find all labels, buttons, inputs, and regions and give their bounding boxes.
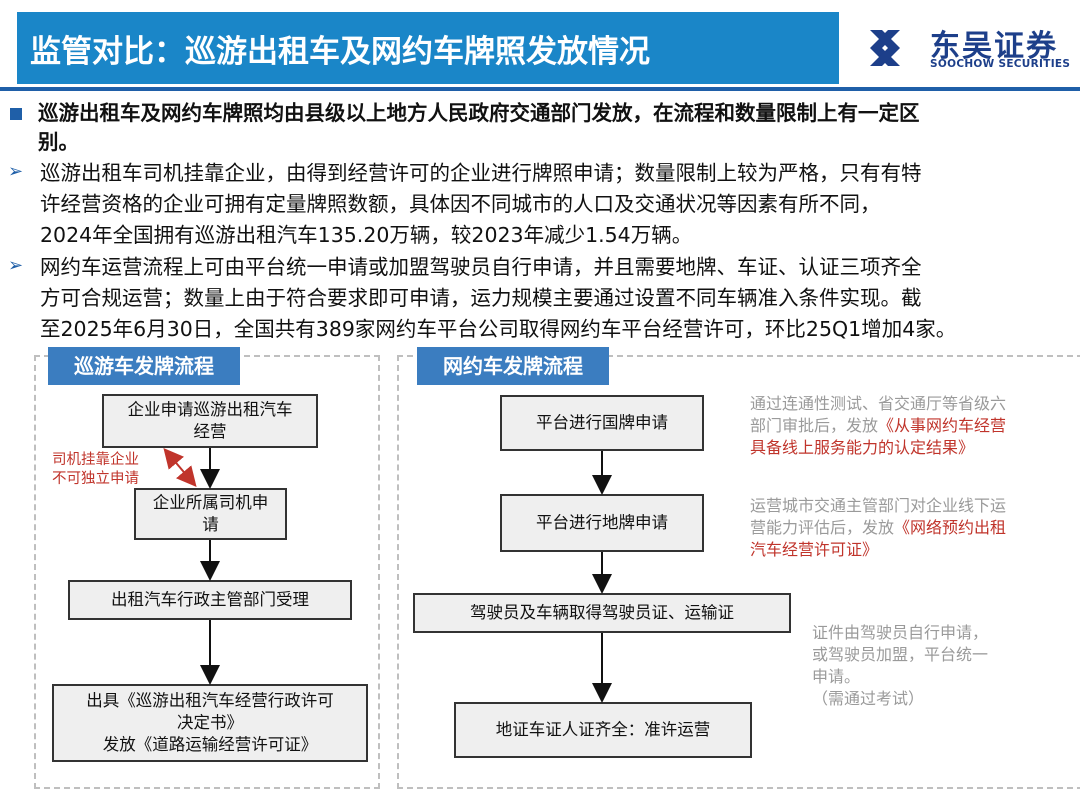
ride-note-2-line-1: 运营城市交通主管部门对企业线下运	[750, 496, 1007, 515]
point-2-line-1: 网约车运营流程上可由平台统一申请或加盟驾驶员自行申请，并且需要地牌、车证、认证三…	[40, 255, 922, 279]
ride-note-2: 运营城市交通主管部门对企业线下运 营能力评估后，发放《网络预约出租 汽车经营许可…	[750, 495, 1006, 561]
taxi-step-driver-apply: 企业所属司机申 请	[134, 488, 287, 540]
point-1-line-3: 2024年全国拥有巡游出租汽车135.20万辆，较2023年减少1.54万辆。	[40, 223, 693, 247]
taxi-step-company-apply: 企业申请巡游出租汽车 经营	[102, 394, 318, 448]
ride-note-2-line-3: 汽车经营许可证》	[750, 540, 879, 559]
ride-step-3-label: 驾驶员及车辆取得驾驶员证、运输证	[470, 603, 734, 622]
flow-arrows	[163, 447, 612, 703]
ride-note-1-line-2a: 部门审批后，发放	[750, 416, 879, 435]
ride-step-2-label: 平台进行地牌申请	[536, 513, 668, 532]
ride-note-3: 证件由驾驶员自行申请， 或驾驶员加盟，平台统一 申请。 （需通过考试）	[812, 622, 988, 710]
taxi-step-2-line-1: 企业所属司机申	[152, 493, 269, 512]
logo-name: 东吴证券	[930, 29, 1058, 64]
ride-step-driver-certs: 驾驶员及车辆取得驾驶员证、运输证	[413, 593, 791, 633]
soochow-logo-icon	[866, 22, 1066, 72]
page-title: 监管对比：巡游出租车及网约车牌照发放情况	[30, 34, 650, 70]
header-rule	[0, 87, 1080, 91]
taxi-step-2-line-2: 请	[202, 515, 219, 534]
point-1-line-2: 许经营资格的企业可拥有定量牌照数额，具体因不同城市的人口及交通状况等因素有所不同…	[40, 192, 881, 216]
logo-english-name: SOOCHOW SECURITIES	[930, 58, 1071, 70]
ride-note-2-line-2b: 《网络预约出租	[894, 518, 1007, 537]
ride-note-3-line-1: 证件由驾驶员自行申请，	[812, 623, 989, 642]
taxi-flow-tag: 巡游车发牌流程	[48, 347, 240, 385]
taxi-step-1-line-2: 经营	[193, 422, 227, 441]
arrow-bullet-icon: ➢	[8, 255, 24, 276]
ride-note-3-line-2: 或驾驶员加盟，平台统一	[812, 645, 989, 664]
ride-note-1: 通过连通性测试、省交通厅等省级六 部门审批后，发放《从事网约车经营 具备线上服务…	[750, 393, 1006, 459]
ride-step-local-license: 平台进行地牌申请	[500, 494, 704, 552]
ride-step-1-label: 平台进行国牌申请	[536, 413, 668, 432]
ride-note-1-line-3: 具备线上服务能力的认定结果》	[750, 438, 975, 457]
taxi-side-note-line-2: 不可独立申请	[52, 471, 139, 487]
ride-step-national-license: 平台进行国牌申请	[500, 395, 704, 451]
ride-flow-tag: 网约车发牌流程	[417, 347, 609, 385]
ride-note-3-line-4: （需通过考试）	[812, 689, 925, 708]
taxi-red-double-arrow	[163, 447, 197, 488]
ride-note-1-line-2b: 《从事网约车经营	[878, 416, 1007, 435]
ride-step-4-label: 地证车证人证齐全：准许运营	[495, 720, 711, 739]
taxi-step-1-line-1: 企业申请巡游出租汽车	[127, 400, 293, 419]
ride-step-approved: 地证车证人证齐全：准许运营	[454, 702, 752, 758]
ride-note-3-line-3: 申请。	[812, 667, 861, 686]
point-1-line-1: 巡游出租车司机挂靠企业，由得到经营许可的企业进行牌照申请；数量限制上较为严格，只…	[40, 161, 922, 185]
ride-note-2-line-2a: 营能力评估后，发放	[750, 518, 895, 537]
taxi-side-note: 司机挂靠企业 不可独立申请	[52, 451, 139, 489]
taxi-step-4-line-2: 决定书》	[177, 713, 243, 732]
summary-line-2: 别。	[38, 130, 79, 154]
summary-line-1: 巡游出租车及网约车牌照均由县级以上地方人民政府交通部门发放，在流程和数量限制上有…	[38, 101, 920, 125]
point-2-line-2: 方可合规运营；数量上由于符合要求即可申请，运力规模主要通过设置不同车辆准入条件实…	[40, 286, 922, 310]
arrow-bullet-icon: ➢	[8, 161, 24, 182]
taxi-step-issue-permit: 出具《巡游出租汽车经营行政许可 决定书》 发放《道路运输经营许可证》	[52, 684, 368, 762]
taxi-step-authority-accept: 出租汽车行政主管部门受理	[68, 580, 352, 620]
ride-note-1-line-1: 通过连通性测试、省交通厅等省级六	[750, 394, 1007, 413]
taxi-step-4-line-3: 发放《道路运输经营许可证》	[102, 735, 318, 754]
taxi-side-note-line-1: 司机挂靠企业	[52, 452, 139, 468]
title-bar	[17, 12, 839, 84]
taxi-step-3-label: 出租汽车行政主管部门受理	[111, 590, 309, 609]
taxi-step-4-line-1: 出具《巡游出租汽车经营行政许可	[86, 691, 334, 710]
point-2-line-3: 至2025年6月30日，全国共有389家网约车平台公司取得网约车平台经营许可，环…	[40, 317, 957, 341]
square-bullet-icon	[10, 108, 22, 120]
